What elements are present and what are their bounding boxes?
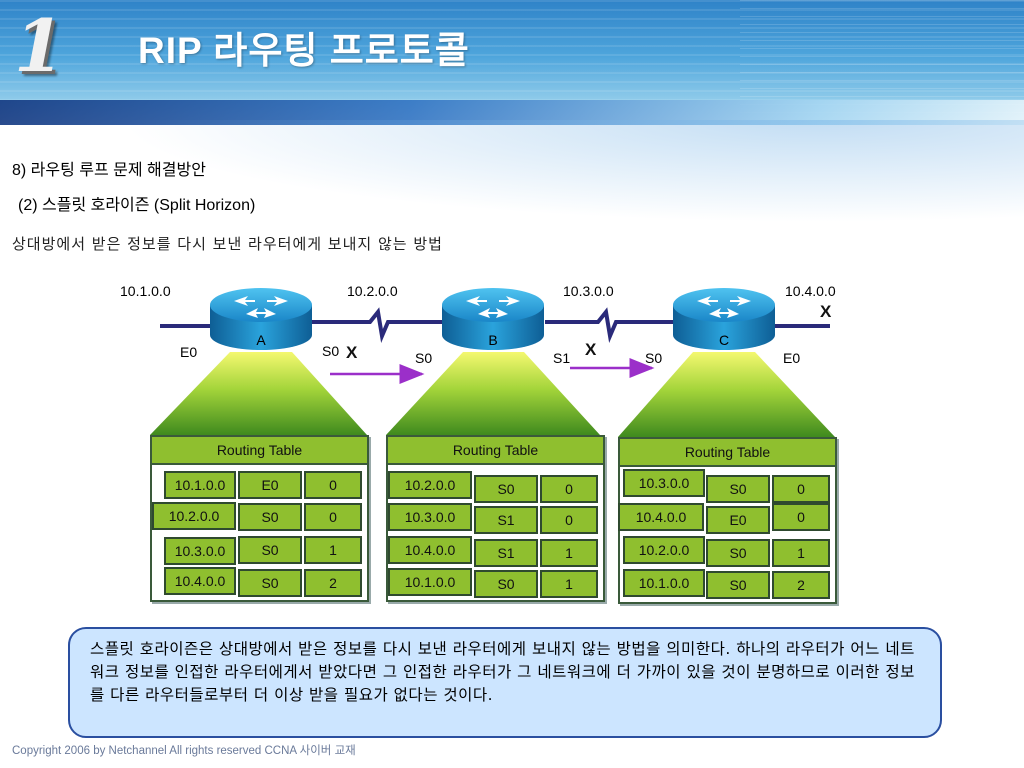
port-label-a-s0: S0 bbox=[322, 343, 340, 359]
network-label-1: 10.1.0.0 bbox=[120, 283, 171, 299]
table-cell-hops: 1 bbox=[772, 539, 830, 567]
table-cell-port: S1 bbox=[474, 506, 538, 534]
table-cell-port: S0 bbox=[474, 475, 538, 503]
table-cell-network: 10.1.0.0 bbox=[388, 568, 472, 596]
table-cell-port: S1 bbox=[474, 539, 538, 567]
table-cell-hops: 0 bbox=[304, 471, 362, 499]
table-cell-port: E0 bbox=[706, 506, 770, 534]
table-cell-port: E0 bbox=[238, 471, 302, 499]
table-cell-port: S0 bbox=[238, 503, 302, 531]
header-band bbox=[0, 100, 1024, 125]
table-cell-hops: 0 bbox=[540, 475, 598, 503]
table-cell-network: 10.4.0.0 bbox=[164, 567, 236, 595]
network-label-3: 10.3.0.0 bbox=[563, 283, 614, 299]
router-a-label: A bbox=[256, 332, 266, 348]
router-a bbox=[210, 288, 312, 350]
table-cell-network: 10.3.0.0 bbox=[388, 503, 472, 531]
table-cell-network: 10.2.0.0 bbox=[152, 502, 236, 530]
table-cell-hops: 0 bbox=[304, 503, 362, 531]
table-cell-hops: 1 bbox=[304, 536, 362, 564]
table-cell-network: 10.1.0.0 bbox=[164, 471, 236, 499]
network-label-2: 10.2.0.0 bbox=[347, 283, 398, 299]
router-c bbox=[673, 288, 775, 350]
block-mark-c: X bbox=[820, 302, 832, 321]
port-label-a-e0: E0 bbox=[180, 344, 198, 360]
table-cell-hops: 2 bbox=[772, 571, 830, 599]
copyright-footer: Copyright 2006 by Netchannel All rights … bbox=[12, 745, 356, 757]
slide-title: RIP 라우팅 프로토콜 bbox=[138, 30, 470, 71]
port-label-b-s1: S1 bbox=[553, 350, 571, 366]
table-cell-hops: 0 bbox=[540, 506, 598, 534]
table-cell-port: S0 bbox=[474, 570, 538, 598]
table-cell-hops: 0 bbox=[772, 475, 830, 503]
serial-link-bc bbox=[545, 307, 673, 344]
routing-table-a: Routing Table 10.1.0.0 E0 0 10.2.0.0 S0 … bbox=[150, 435, 369, 602]
block-mark-b: X bbox=[585, 340, 597, 359]
description: 상대방에서 받은 정보를 다시 보낸 라우터에게 보내지 않는 방법 bbox=[12, 235, 443, 253]
beam-a bbox=[150, 352, 367, 435]
table-cell-port: S0 bbox=[706, 475, 770, 503]
table-cell-hops: 2 bbox=[304, 569, 362, 597]
slide-header bbox=[0, 0, 1024, 125]
port-label-b-s0: S0 bbox=[415, 350, 433, 366]
table-cell-hops: 0 bbox=[772, 503, 830, 531]
router-b-label: B bbox=[488, 332, 497, 348]
router-c-label: C bbox=[719, 332, 729, 348]
router-b bbox=[442, 288, 544, 350]
table-cell-network: 10.1.0.0 bbox=[623, 569, 705, 597]
routing-table-b: Routing Table 10.2.0.0 S0 0 10.3.0.0 S1 … bbox=[386, 435, 605, 602]
table-cell-network: 10.4.0.0 bbox=[388, 536, 472, 564]
table-cell-port: S0 bbox=[238, 569, 302, 597]
network-label-4: 10.4.0.0 bbox=[785, 283, 836, 299]
table-cell-network: 10.2.0.0 bbox=[623, 536, 705, 564]
routing-table-caption: Routing Table bbox=[620, 439, 835, 467]
table-cell-hops: 1 bbox=[540, 570, 598, 598]
serial-link-ab bbox=[312, 307, 442, 344]
table-cell-hops: 1 bbox=[540, 539, 598, 567]
table-cell-network: 10.2.0.0 bbox=[388, 471, 472, 499]
port-label-c-e0: E0 bbox=[783, 350, 801, 366]
routing-table-caption: Routing Table bbox=[388, 437, 603, 465]
header-stripes bbox=[0, 0, 1024, 100]
port-label-c-s0: S0 bbox=[645, 350, 663, 366]
table-cell-port: S0 bbox=[706, 539, 770, 567]
heading-1: 8) 라우팅 루프 문제 해결방안 bbox=[12, 162, 206, 179]
slide-number-logo: 1 bbox=[14, 3, 65, 88]
block-mark-a: X bbox=[346, 343, 358, 362]
table-cell-port: S0 bbox=[238, 536, 302, 564]
background-glow bbox=[0, 120, 1024, 240]
table-cell-network: 10.3.0.0 bbox=[164, 537, 236, 565]
routing-table-c: Routing Table 10.3.0.0 S0 0 10.4.0.0 E0 … bbox=[618, 437, 837, 604]
table-cell-port: S0 bbox=[706, 571, 770, 599]
explanation-note: 스플릿 호라이즌은 상대방에서 받은 정보를 다시 보낸 라우터에게 보내지 않… bbox=[68, 627, 942, 738]
table-cell-network: 10.4.0.0 bbox=[618, 503, 704, 531]
routing-table-caption: Routing Table bbox=[152, 437, 367, 465]
heading-2: (2) 스플릿 호라이즌 (Split Horizon) bbox=[18, 197, 256, 214]
table-cell-network: 10.3.0.0 bbox=[623, 469, 705, 497]
